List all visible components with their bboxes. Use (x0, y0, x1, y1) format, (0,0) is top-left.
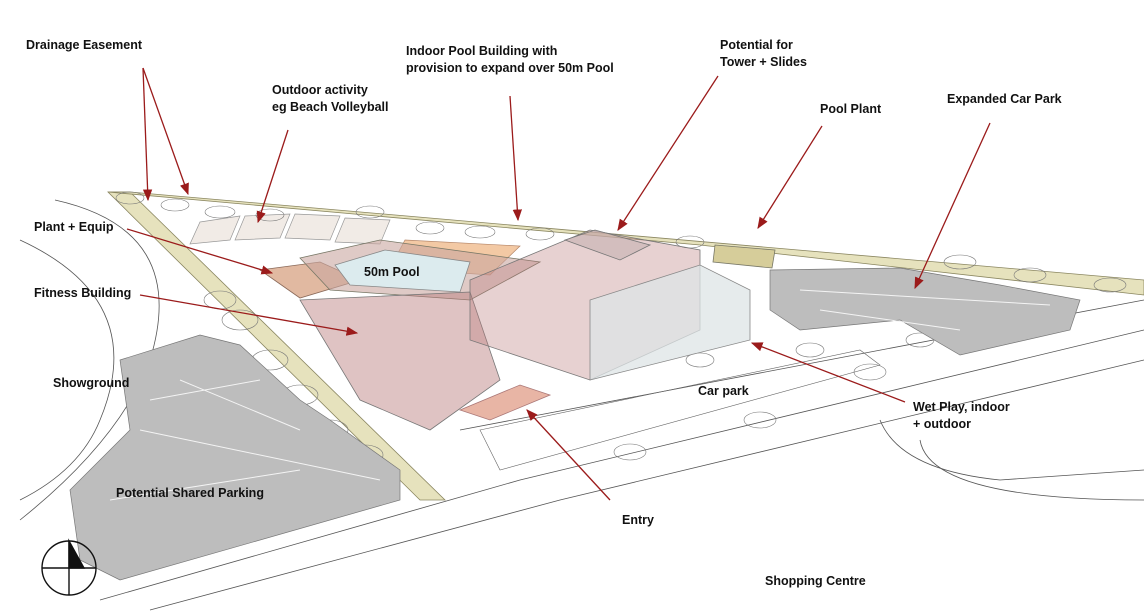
label-line: Wet Play, indoor (913, 400, 1010, 414)
annotation-arrows (126, 67, 991, 501)
label-outdoor-activity: Outdoor activity eg Beach Volleyball (272, 82, 388, 116)
label-car-park: Car park (698, 384, 749, 398)
wet-play (589, 264, 751, 381)
label-plant-equip: Plant + Equip (34, 220, 114, 234)
car-park-lines (479, 349, 881, 471)
label-wet-play: Wet Play, indoor + outdoor (913, 399, 1010, 433)
label-line: Outdoor activity (272, 83, 368, 97)
label-showground: Showground (53, 376, 130, 390)
label-drainage-easement: Drainage Easement (26, 38, 143, 52)
label-line: provision to expand over 50m Pool (406, 61, 614, 75)
label-pool-plant: Pool Plant (820, 102, 882, 116)
label-line: Indoor Pool Building with (406, 44, 558, 58)
label-line: eg Beach Volleyball (272, 100, 389, 114)
pool-50m (334, 249, 471, 293)
road-lines (19, 199, 1144, 611)
outdoor-courts (189, 213, 391, 245)
label-shopping-centre: Shopping Centre (765, 574, 866, 588)
label-entry: Entry (622, 513, 654, 527)
label-fitness-building: Fitness Building (34, 286, 132, 300)
label-line: Potential for (720, 38, 793, 52)
parking-bays (109, 289, 1051, 501)
label-line: Tower + Slides (720, 55, 807, 69)
label-tower-slides: Potential for Tower + Slides (720, 37, 807, 71)
label-50m-pool: 50m Pool (364, 265, 420, 279)
label-shared-parking: Potential Shared Parking (116, 486, 264, 500)
tower-slides (563, 229, 652, 261)
label-indoor-pool-building: Indoor Pool Building with provision to e… (406, 43, 614, 77)
label-expanded-car-park: Expanded Car Park (947, 92, 1062, 106)
pool-plant (712, 244, 776, 269)
label-line: + outdoor (913, 417, 971, 431)
entry-plaza (458, 384, 552, 421)
parking-areas (69, 267, 1081, 581)
fitness-building (299, 291, 501, 431)
north-arrow-icon (41, 538, 97, 596)
